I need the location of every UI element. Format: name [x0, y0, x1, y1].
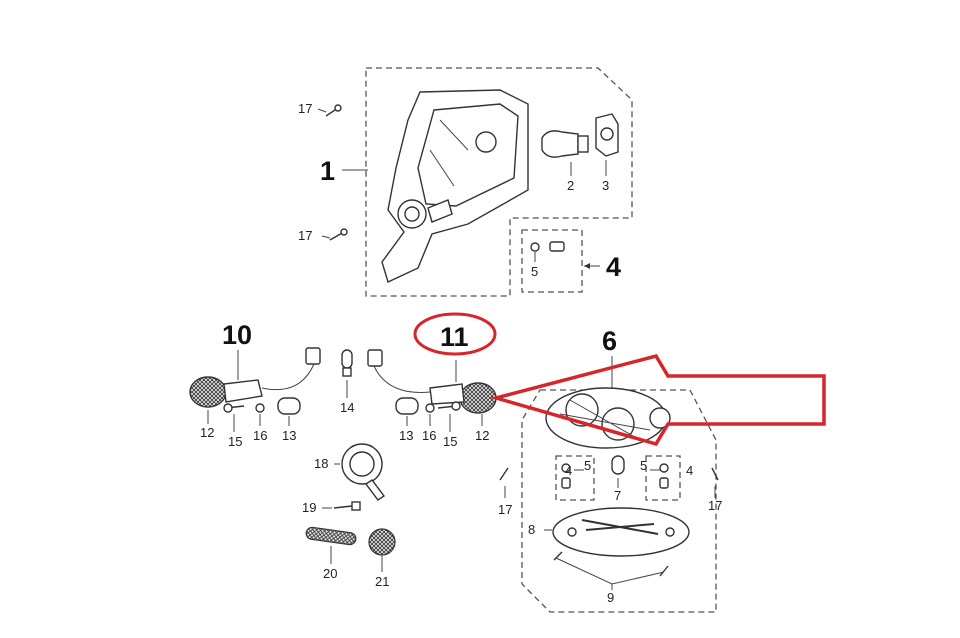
tail-light-housing: [545, 387, 671, 449]
callout-11: 11: [440, 322, 469, 352]
callout-5-right: 5: [640, 458, 647, 473]
bulb-socket-3-icon: [595, 113, 619, 157]
horn-18-icon: [341, 443, 386, 501]
callout-13-left: 13: [282, 428, 296, 443]
callout-4-right: 4: [686, 463, 693, 478]
screw-15-right-icon: [437, 401, 461, 411]
callout-5-left: 5: [584, 458, 591, 473]
callout-17b: 17: [298, 228, 312, 243]
callout-12-right: 12: [475, 428, 489, 443]
reflector-round-21-icon: [368, 528, 396, 556]
callout-10: 10: [222, 320, 252, 350]
callout-4-top: 4: [606, 252, 621, 282]
bulb-14-icon: [341, 349, 353, 377]
screw-17-mid-icon: [329, 228, 348, 241]
bulb-5-left-icon: [561, 463, 571, 489]
subgroup-bulbs-right-boundary: [645, 455, 681, 501]
indicator-11-assembly: [367, 349, 497, 414]
lens-8-icon: [552, 507, 690, 557]
callout-20: 20: [323, 566, 337, 581]
bulb-5-top-icon: [530, 241, 565, 252]
callout-13-right: 13: [399, 428, 413, 443]
indicator-10-assembly: [189, 347, 321, 408]
callout-2: 2: [567, 178, 574, 193]
bulb-2-icon: [541, 130, 589, 158]
bulb-7-icon: [611, 455, 625, 475]
callout-17c: 17: [498, 502, 512, 517]
screw-17-left-icon: [499, 467, 509, 481]
callout-17a: 17: [298, 101, 312, 116]
callout-12-left: 12: [200, 425, 214, 440]
callout-14: 14: [340, 400, 354, 415]
callout-7: 7: [614, 488, 621, 503]
highlight-arrow: [489, 353, 826, 447]
screw-15-left-icon: [223, 403, 245, 413]
screws-9-icon: [553, 551, 669, 577]
bolt-19-icon: [333, 501, 361, 511]
headlight-housing: [381, 89, 529, 283]
screw-17-right-icon: [711, 467, 719, 481]
reflector-strip-20-icon: [305, 526, 357, 546]
callout-17d: 17: [708, 498, 722, 513]
screw-17-top-icon: [325, 104, 342, 117]
tail-light-group-boundary: [521, 389, 717, 613]
callout-9: 9: [607, 590, 614, 605]
callout-19: 19: [302, 500, 316, 515]
callout-8: 8: [528, 522, 535, 537]
callout-1: 1: [320, 156, 335, 186]
nut-16-left-icon: [255, 403, 265, 413]
callout-21: 21: [375, 574, 389, 589]
callout-15-right: 15: [443, 434, 457, 449]
subgroup-4-boundary: [521, 229, 583, 293]
nut-16-right-icon: [425, 403, 435, 413]
bulb-5-right-icon: [659, 463, 669, 489]
callout-4-left: 4: [565, 463, 572, 478]
spacer-13-right-icon: [395, 397, 419, 415]
callout-16-left: 16: [253, 428, 267, 443]
highlight-circle: [413, 312, 497, 356]
callout-18: 18: [314, 456, 328, 471]
callout-15-left: 15: [228, 434, 242, 449]
subgroup-bulbs-left-boundary: [555, 455, 595, 501]
callout-5-top: 5: [531, 264, 538, 279]
callout-3: 3: [602, 178, 609, 193]
callout-16-right: 16: [422, 428, 436, 443]
spacer-13-left-icon: [277, 397, 301, 415]
callout-6: 6: [602, 326, 617, 356]
